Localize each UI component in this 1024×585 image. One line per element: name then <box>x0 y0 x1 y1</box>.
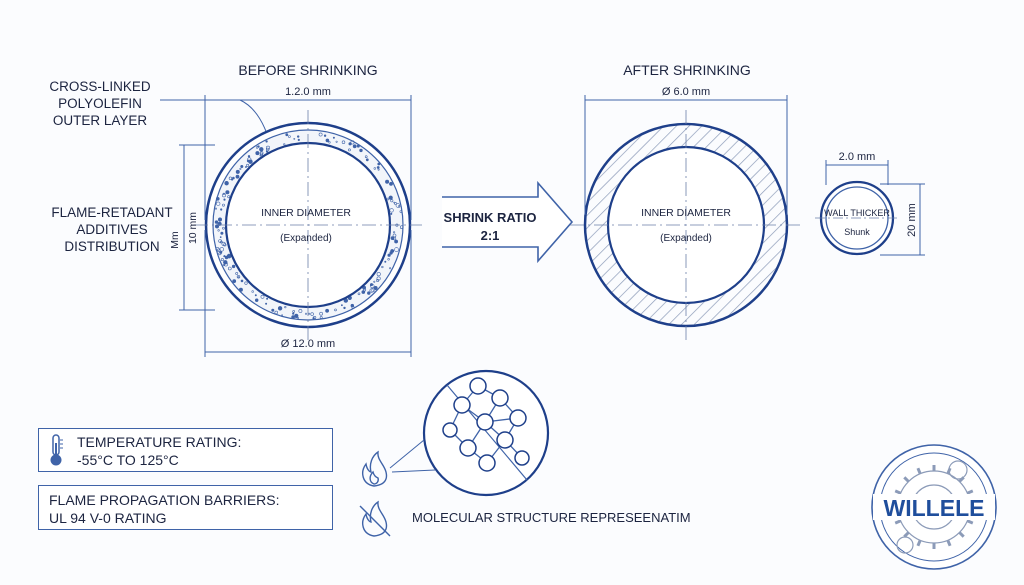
small-dimensions <box>825 160 925 256</box>
no-flame-icon <box>359 500 391 537</box>
before-title: BEFORE SHRINKING <box>238 62 377 78</box>
temperature-value: -55°C TO 125°C <box>77 452 179 468</box>
after-title: AFTER SHRINKING <box>623 62 751 78</box>
after-inner-label: INNER DIAMETER <box>641 207 731 219</box>
svg-text:CROSS-LINKED: CROSS-LINKED <box>49 79 151 94</box>
before-dim-left-unit: Mm <box>169 231 181 249</box>
svg-text:ADDITIVES: ADDITIVES <box>76 222 147 237</box>
svg-text:FLAME-RETADANT: FLAME-RETADANT <box>51 205 172 220</box>
small-tube: WALL THICKER Shunk <box>815 180 900 256</box>
before-tube: INNER DIAMETER (Expanded) <box>194 110 422 340</box>
before-dim-left: 10 mm <box>187 212 199 244</box>
additives-label: FLAME-RETADANT ADDITIVES DISTRIBUTION <box>51 205 172 254</box>
before-dim-top: 1.2.0 mm <box>285 86 331 98</box>
small-dim-right: 20 mm <box>906 203 918 237</box>
svg-text:POLYOLEFIN: POLYOLEFIN <box>58 96 142 111</box>
flame-icon <box>362 450 388 487</box>
outer-layer-label: CROSS-LINKED POLYOLEFIN OUTER LAYER <box>49 79 151 128</box>
flame-barrier-box: FLAME PROPAGATION BARRIERS: UL 94 V-0 RA… <box>38 485 333 530</box>
small-dim-top: 2.0 mm <box>839 151 876 163</box>
company-logo: WILLELE <box>871 444 997 570</box>
after-tube: INNER DIAMETER (Expanded) <box>570 110 800 340</box>
thermometer-icon <box>50 434 63 466</box>
temperature-rating-box: TEMPERATURE RATING: -55°C TO 125°C <box>38 428 333 472</box>
svg-text:OUTER LAYER: OUTER LAYER <box>53 113 148 128</box>
temperature-title: TEMPERATURE RATING: <box>77 434 242 450</box>
flame-title: FLAME PROPAGATION BARRIERS: <box>49 492 280 508</box>
molecular-caption: MOLECULAR STRUCTURE REPRESEENATIM <box>412 510 691 525</box>
before-inner-label: INNER DIAMETER <box>261 207 351 219</box>
additive-particles <box>214 132 404 320</box>
after-dim-top: Ø 6.0 mm <box>662 86 710 98</box>
before-dimensions <box>179 95 412 357</box>
flame-value: UL 94 V-0 RATING <box>49 510 167 526</box>
before-inner-sub: (Expanded) <box>280 233 332 244</box>
after-inner-sub: (Expanded) <box>660 233 712 244</box>
shrink-ratio-label: SHRINK RATIO <box>444 210 537 225</box>
small-label: WALL THICKER <box>824 208 890 218</box>
small-sub: Shunk <box>844 227 870 237</box>
shrink-ratio-value: 2:1 <box>481 228 500 243</box>
molecular-structure <box>389 369 550 497</box>
before-dim-bottom: Ø 12.0 mm <box>281 338 335 350</box>
shrink-arrow: SHRINK RATIO 2:1 <box>442 180 574 264</box>
logo-text: WILLELE <box>884 495 985 521</box>
after-dimensions <box>584 95 788 215</box>
svg-text:DISTRIBUTION: DISTRIBUTION <box>64 239 159 254</box>
